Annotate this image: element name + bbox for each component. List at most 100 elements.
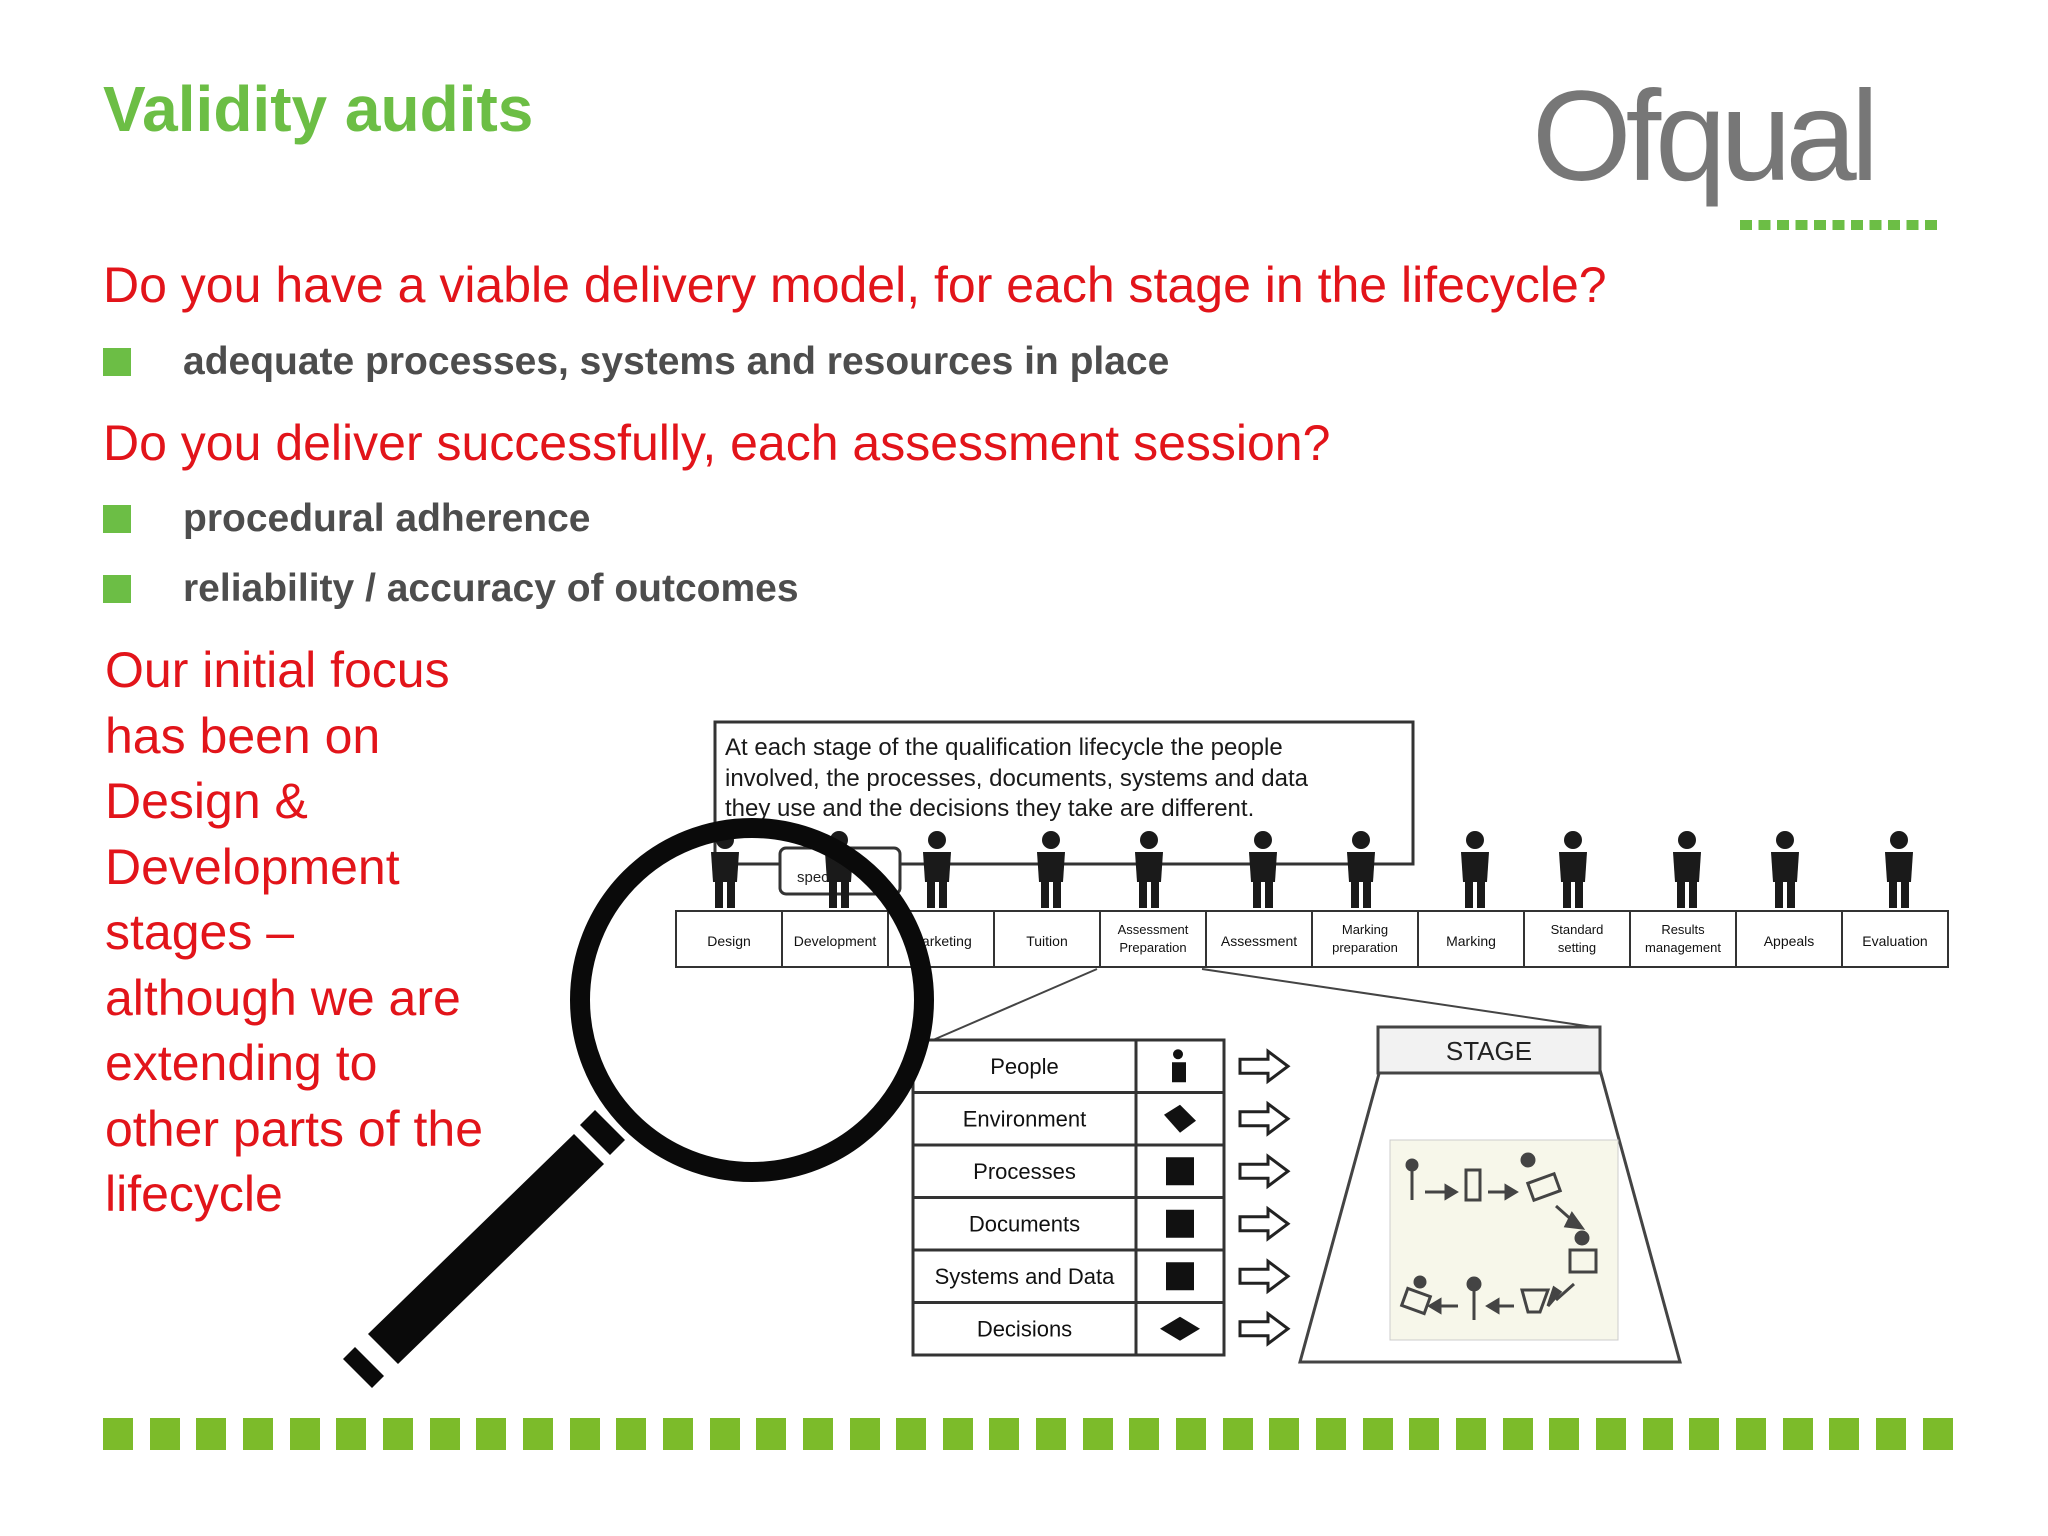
component-label-cell xyxy=(911,1301,1138,1357)
footer-dash xyxy=(196,1418,227,1450)
stage-label: Marketing xyxy=(910,933,971,949)
right-arrow-icon xyxy=(1238,1258,1291,1295)
bullet-item: procedural adherence xyxy=(103,497,590,541)
stage-cell: Marking xyxy=(1417,910,1525,968)
bullet-square xyxy=(103,505,131,533)
decisions-icon xyxy=(1160,1316,1200,1341)
person-figure-icon xyxy=(1673,831,1701,908)
bullet-text: reliability / accuracy of outcomes xyxy=(183,567,799,610)
right-arrow-icon xyxy=(1238,1048,1291,1085)
component-icon-cell xyxy=(1134,1091,1226,1147)
footer-dash xyxy=(756,1418,787,1450)
stage-label: Appeals xyxy=(1764,933,1815,949)
component-row: Processes xyxy=(911,1143,1226,1199)
footer-dash xyxy=(616,1418,647,1450)
logo-dash xyxy=(1869,220,1882,230)
component-row: Systems and Data xyxy=(911,1248,1226,1304)
stage-label: setting xyxy=(1558,940,1596,955)
stage-cell: Appeals xyxy=(1735,910,1843,968)
component-label: Documents xyxy=(969,1212,1080,1237)
question-delivery-model: Do you have a viable delivery model, for… xyxy=(103,257,1607,313)
footer-dash xyxy=(709,1418,740,1450)
callout-text: At each stage of the qualification lifec… xyxy=(725,734,1315,822)
focus-line: has been on xyxy=(105,707,381,764)
documents-icon xyxy=(1166,1209,1194,1238)
bullet-text: adequate processes, systems and resource… xyxy=(183,340,1170,383)
focus-line: Our initial focus xyxy=(105,642,450,698)
logo-dash xyxy=(1740,220,1752,230)
person-figure-icon xyxy=(923,831,951,908)
focus-line: other parts of the xyxy=(105,1100,484,1157)
stage-label: Design xyxy=(707,933,751,949)
stage-cell-box xyxy=(1523,910,1631,968)
logo-dash xyxy=(1888,220,1900,230)
person-figure-icon xyxy=(1037,831,1065,908)
logo-dash xyxy=(1758,220,1771,230)
footer-dash xyxy=(336,1418,367,1450)
process-flow-illustration xyxy=(1399,1152,1598,1320)
right-arrow-icon xyxy=(1238,1310,1291,1347)
footer-dash xyxy=(1129,1418,1160,1450)
slide-title: Validity audits xyxy=(103,73,534,145)
stage-label: Evaluation xyxy=(1862,933,1927,949)
bullet-item: adequate processes, systems and resource… xyxy=(103,340,1169,384)
footer-dash xyxy=(1829,1418,1860,1450)
component-label-cell xyxy=(911,1196,1138,1252)
stage-cell-box xyxy=(1417,910,1525,968)
component-label: Environment xyxy=(963,1107,1087,1132)
footer-dash xyxy=(1596,1418,1626,1450)
footer-dash xyxy=(429,1418,460,1450)
footer-dash xyxy=(1782,1418,1813,1450)
footer-dash xyxy=(989,1418,1020,1450)
stage-label: preparation xyxy=(1332,940,1398,955)
bullet-item: reliability / accuracy of outcomes xyxy=(103,567,799,611)
component-label: Processes xyxy=(973,1159,1076,1184)
focus-line: Design & xyxy=(105,773,308,829)
logo-dash xyxy=(1814,220,1826,230)
component-label: Decisions xyxy=(977,1317,1072,1342)
footer-dash-bar xyxy=(103,1418,1953,1450)
stage-cell-box xyxy=(1099,910,1207,968)
footer-dash xyxy=(802,1418,833,1450)
footer-dash xyxy=(1082,1418,1113,1450)
stage-cell-box xyxy=(1205,910,1313,968)
person-icon xyxy=(1172,1049,1186,1083)
right-arrow-icon xyxy=(1238,1205,1291,1242)
footer-dash xyxy=(103,1418,133,1450)
person-figure-icon xyxy=(1885,831,1913,908)
footer-dash xyxy=(289,1418,320,1450)
footer-dash xyxy=(1875,1418,1906,1450)
focus-statement: Our initial focus has been on Design & D… xyxy=(105,638,545,1228)
person-figure-icon xyxy=(1249,831,1277,908)
stage-label: Development xyxy=(794,933,877,949)
stage-cell: Assessment xyxy=(1205,910,1313,968)
footer-dash xyxy=(1269,1418,1300,1450)
right-arrow-icon xyxy=(1238,1153,1291,1190)
footer-dash xyxy=(849,1418,880,1450)
magnifier-handle-end xyxy=(343,1347,384,1388)
stage-label: Standard xyxy=(1551,922,1604,937)
systems-icon xyxy=(1166,1262,1194,1291)
footer-dash xyxy=(382,1418,413,1450)
focus-line: stages – xyxy=(105,904,295,960)
stage-cell-box xyxy=(1311,910,1419,968)
question-assessment-session: Do you deliver successfully, each assess… xyxy=(103,415,1331,471)
component-label: Systems and Data xyxy=(935,1264,1116,1289)
logo-dash xyxy=(1832,220,1845,230)
person-figure-icon xyxy=(1771,831,1799,908)
footer-dash xyxy=(522,1418,553,1450)
footer-dash xyxy=(1222,1418,1253,1450)
footer-dash xyxy=(942,1418,973,1450)
footer-dash xyxy=(1409,1418,1440,1450)
logo-wordmark: Ofqual xyxy=(1532,70,1873,208)
stage-cell-box xyxy=(675,910,783,968)
stage-cell-box xyxy=(781,910,889,968)
stage-label: Tuition xyxy=(1026,933,1068,949)
focus-line: although we are xyxy=(105,969,461,1026)
stage-cell: Standard setting xyxy=(1523,910,1631,968)
magnifier-handle xyxy=(368,1134,604,1364)
footer-dash xyxy=(149,1418,180,1450)
